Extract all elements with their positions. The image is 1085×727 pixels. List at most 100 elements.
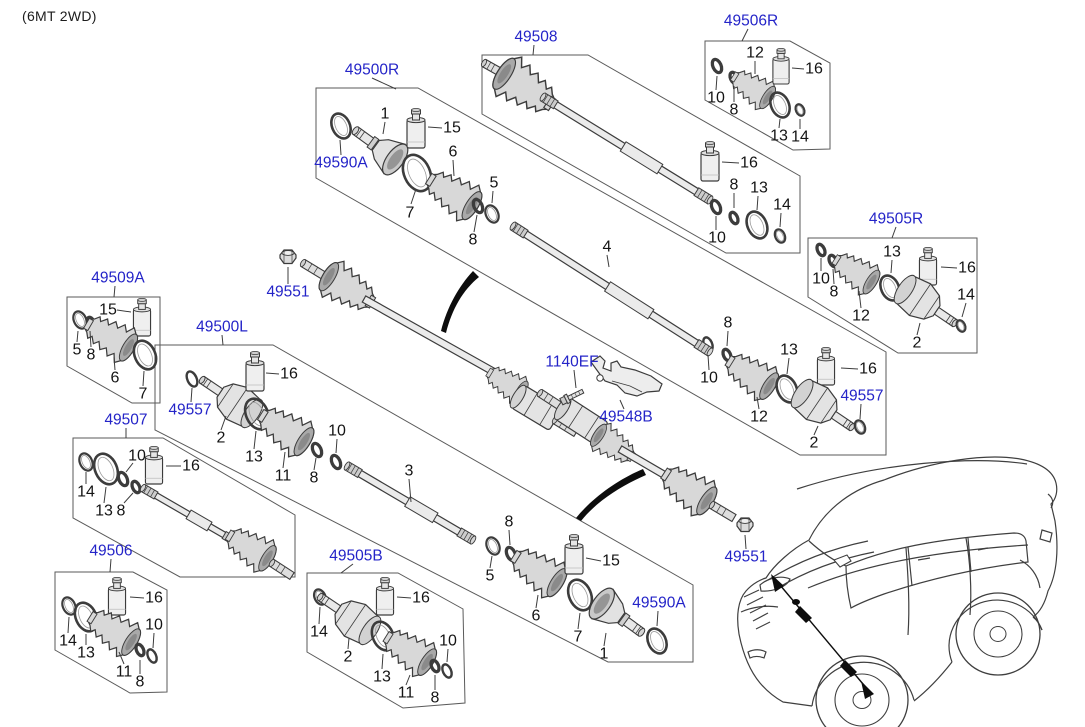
cv-boot-part: [256, 407, 315, 458]
part-number-callout: 12: [750, 409, 768, 426]
group-code-label-49506[interactable]: 49506: [89, 543, 132, 560]
part-number-callout: 13: [780, 342, 798, 359]
part-number-callout: 12: [746, 45, 764, 62]
inner-cv-joint-part: [893, 274, 959, 328]
part-number-callout: 8: [87, 347, 96, 364]
part-number-callout: 7: [139, 386, 148, 403]
group-box-49500L: [154, 344, 694, 663]
clamp-band-part: [146, 648, 158, 664]
part-number-callout: 13: [77, 645, 95, 662]
snap-ring-part: [484, 204, 500, 224]
motion-swoosh: [441, 271, 479, 333]
outer-cv-joint-part: [351, 126, 409, 176]
grease-tube-part: [918, 246, 938, 286]
cv-boot-part: [509, 548, 568, 599]
snap-ring-part: [330, 112, 352, 140]
part-number-callout: 15: [443, 120, 461, 137]
snap-ring-part: [773, 228, 787, 244]
part-code-label-1140EF[interactable]: 1140EF: [545, 354, 598, 371]
part-number-callout: 11: [116, 664, 133, 681]
clamp-band-part: [310, 441, 324, 459]
part-number-callout: 16: [740, 155, 758, 172]
spline-stub-part: [268, 558, 295, 581]
part-number-callout: 2: [810, 435, 819, 452]
group-code-label-49500R[interactable]: 49500R: [345, 62, 399, 79]
part-number-callout: 8: [830, 284, 839, 301]
group-code-label-49507[interactable]: 49507: [104, 412, 147, 429]
part-number-callout: 6: [532, 608, 541, 625]
grease-tube-part: [772, 47, 790, 85]
part-number-callout: 7: [406, 205, 415, 222]
drivetrain-variant-title: (6MT 2WD): [22, 8, 97, 24]
part-number-callout: 14: [957, 287, 975, 304]
grease-tube-part: [132, 297, 152, 337]
snap-ring-part: [132, 339, 158, 371]
part-code-label-49590A[interactable]: 49590A: [314, 155, 368, 172]
part-code-label-49557[interactable]: 49557: [168, 402, 211, 419]
snap-ring-part: [61, 596, 77, 616]
clamp-band-part: [709, 198, 723, 216]
axle-shaft-part: [343, 461, 477, 545]
snap-ring-part: [401, 153, 433, 193]
part-number-callout: 8: [724, 315, 733, 332]
snap-ring-part: [955, 319, 967, 333]
part-number-callout: 6: [111, 370, 120, 387]
part-number-callout: 14: [773, 197, 791, 214]
leader-lines: [67, 28, 967, 690]
cv-boot-part: [86, 609, 142, 658]
part-number-callout: 13: [245, 449, 263, 466]
clamp-band-part: [471, 197, 485, 215]
grease-tube-part: [816, 346, 836, 386]
group-box-49505B: [306, 572, 466, 709]
part-number-callout: 14: [310, 624, 328, 641]
shaft-section-part: [361, 295, 497, 376]
group-code-label-49506R[interactable]: 49506R: [724, 13, 778, 30]
part-number-callout: 14: [59, 633, 77, 650]
snap-ring-part: [745, 210, 769, 240]
part-code-label-49548B[interactable]: 49548B: [599, 409, 652, 426]
vehicle-illustration: [737, 456, 1058, 727]
cv-boot-part: [660, 466, 718, 517]
part-number-callout: 13: [883, 244, 901, 261]
part-code-label-49551[interactable]: 49551: [266, 284, 309, 301]
part-number-callout: 10: [707, 90, 725, 107]
part-number-callout: 11: [398, 685, 415, 702]
part-number-callout: 5: [73, 342, 82, 359]
part-number-callout: 7: [574, 629, 583, 646]
group-code-label-49509A[interactable]: 49509A: [91, 270, 145, 287]
grease-tube-part: [564, 533, 584, 575]
snap-ring-part: [769, 91, 791, 119]
clamp-band-part: [710, 57, 724, 75]
part-number-callout: 1: [381, 106, 390, 123]
part-number-callout: 14: [77, 484, 95, 501]
part-number-callout: 8: [117, 503, 126, 520]
part-number-callout: 13: [95, 503, 113, 520]
group-code-label-49500L[interactable]: 49500L: [196, 319, 248, 336]
cv-boot-part: [831, 252, 881, 296]
axle-shaft-part: [509, 221, 714, 357]
part-number-callout: 8: [431, 690, 440, 707]
snap-ring-part: [566, 578, 594, 612]
part-number-callout: 16: [280, 366, 298, 383]
group-code-label-49505B[interactable]: 49505B: [329, 548, 382, 565]
part-number-callout: 16: [412, 590, 430, 607]
part-code-label-49590A[interactable]: 49590A: [632, 595, 686, 612]
snap-ring-part: [485, 536, 501, 556]
group-code-label-49505R[interactable]: 49505R: [869, 211, 923, 228]
part-code-label-49551[interactable]: 49551: [724, 549, 767, 566]
part-number-callout: 15: [99, 302, 117, 319]
group-code-label-49508[interactable]: 49508: [514, 29, 557, 46]
part-number-callout: 5: [490, 175, 499, 192]
clamp-band-part: [441, 663, 453, 679]
group-box-49500R: [315, 87, 887, 456]
part-number-callout: 5: [486, 568, 495, 585]
grease-tube-part: [144, 445, 164, 485]
cv-boot-part: [424, 171, 483, 222]
part-number-callout: 6: [449, 144, 458, 161]
part-code-label-49557[interactable]: 49557: [840, 388, 883, 405]
clamp-band-part: [134, 642, 146, 658]
clamp-band-part: [728, 210, 740, 226]
snap-ring-part: [78, 452, 94, 472]
